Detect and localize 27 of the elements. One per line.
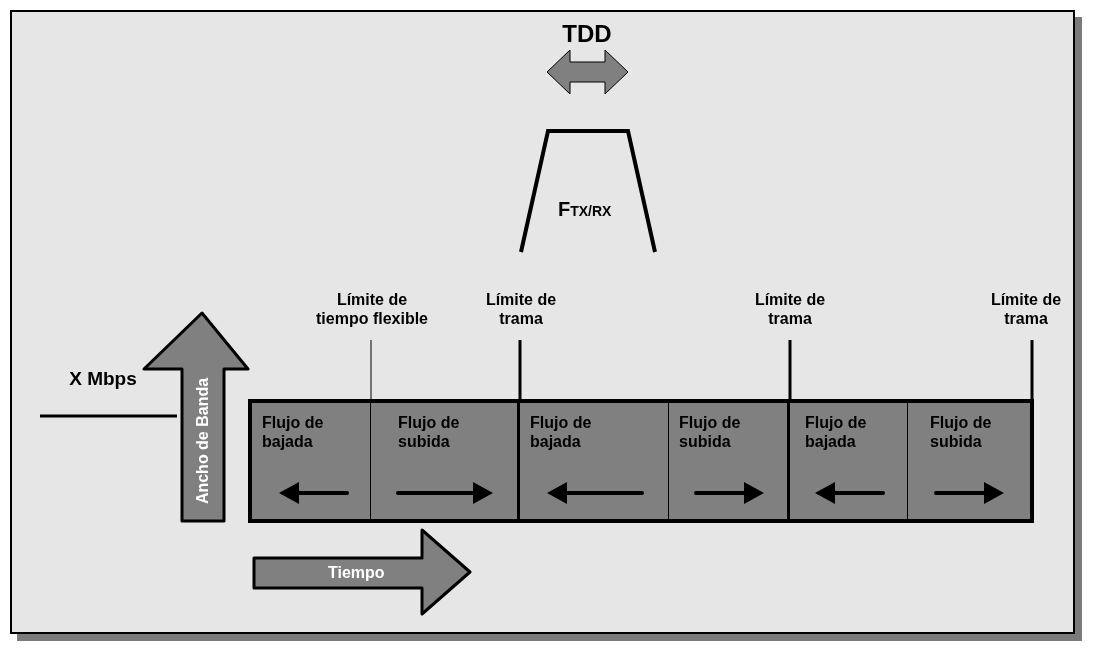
leader-line <box>370 339 372 400</box>
flow-cell <box>669 399 790 523</box>
boundary-label: Límite de trama <box>978 290 1074 329</box>
flow-cell <box>790 399 908 523</box>
cell-text: Flujo de bajada <box>530 413 593 452</box>
leader-line <box>518 340 522 399</box>
cell-text: Flujo de bajada <box>262 413 325 452</box>
flow-cell <box>520 399 669 523</box>
flow-cell <box>371 399 520 523</box>
cell-text: Flujo de bajada <box>805 413 868 452</box>
boundary-label: Límite de trama <box>740 290 840 329</box>
cell-text: Flujo de subida <box>930 413 993 452</box>
bandwidth-block-arrow <box>142 311 250 523</box>
trapezoid-shape <box>518 128 658 254</box>
arrow-text: Tiempo <box>328 564 385 582</box>
cell-text: Flujo de subida <box>679 413 742 452</box>
title-label: TDD <box>561 20 613 49</box>
boundary-label: Límite de trama <box>471 290 571 329</box>
time-block-arrow <box>252 528 472 616</box>
arrow-text: Ancho de Banda <box>194 377 212 505</box>
flow-cell <box>908 399 1034 523</box>
flow-cell <box>248 399 371 523</box>
boundary-label: Límite de tiempo flexible <box>311 290 433 329</box>
cell-text: Flujo de subida <box>398 413 461 452</box>
leader-line <box>788 340 792 399</box>
leader-line <box>1030 340 1034 399</box>
rate-label: X Mbps <box>68 368 138 391</box>
